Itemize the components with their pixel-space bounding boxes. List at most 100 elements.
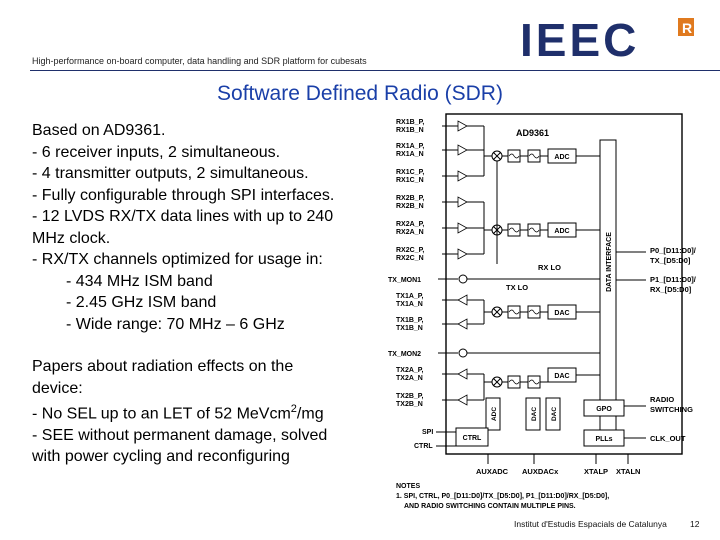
aux-converter-label: ADC (491, 407, 498, 421)
tx-pin-label: TX2B_N (396, 401, 423, 408)
port-label: TX_[D5:D0] (650, 256, 691, 265)
band-item: - Wide range: 70 MHz – 6 GHz (66, 315, 285, 333)
ctrl-pin-label: SPI (422, 429, 433, 436)
band-item: - 2.45 GHz ISM band (66, 294, 217, 311)
feature-line: - 6 receiver inputs, 2 simultaneous. (32, 143, 281, 161)
tx-filter-icon-wave (528, 379, 540, 385)
rx-adc-block-label: ADC (554, 228, 569, 235)
tx-lo-label: TX LO (506, 283, 528, 292)
radio-switching-label: RADIO (650, 395, 674, 404)
port-label: P0_[D11:D0]/ (650, 246, 697, 255)
gpo-block (583, 399, 625, 417)
footer-institution: Institut d'Estudis Espacials de Cataluny… (514, 519, 667, 529)
notes-line: AND RADIO SWITCHING CONTAIN MULTIPLE PIN… (404, 503, 576, 510)
slide-body: Based on AD9361. - 6 receiver inputs, 2 s… (32, 120, 382, 468)
svg-text:R: R (682, 20, 692, 36)
aux-converter-block (525, 397, 541, 431)
rx-pin-label: RX2B_P, (396, 195, 424, 202)
aux-converter-label: DAC (531, 407, 538, 421)
radiation-line: - SEE without permanent damage, solved (32, 426, 328, 444)
feature-line: - 12 LVDS RX/TX data lines with up to 24… (32, 208, 334, 225)
rx-filter-icon-wave (508, 153, 520, 159)
radiation-line: Papers about radiation effects on the (32, 358, 294, 375)
band-item: - 434 MHz ISM band (66, 272, 213, 290)
rx-pin-label: RX2B_N (396, 203, 424, 210)
feature-line: - Fully configurable through SPI interfa… (32, 186, 335, 204)
radiation-line: - No SEL up to an LET of 52 MeVcm2/mg (32, 403, 324, 423)
tx-mixer-icon-cross (493, 308, 501, 316)
tx-pa-icon (457, 318, 468, 330)
port-label: RX_[D5:D0] (650, 285, 692, 294)
bottom-pin-label: XTALP (584, 467, 608, 476)
tx-pin-label: TX1A_P, (396, 293, 424, 300)
rx-pin-label: RX2C_N (396, 255, 424, 262)
tx-filter-icon-wave (508, 309, 520, 315)
svg-text:IEEC: IEEC (520, 14, 639, 66)
feature-line: - 4 transmitter outputs, 2 simultaneous. (32, 165, 309, 182)
rx-lo-label: RX LO (538, 263, 561, 272)
tx-dac-block-label: DAC (554, 310, 569, 317)
chip-name: AD9361 (516, 128, 549, 138)
bottom-pin-label: AUXADC (476, 467, 509, 476)
rx-pin-label: RX1B_N (396, 127, 424, 134)
rx-pin-label: RX2A_N (396, 229, 424, 236)
aux-converter-block (485, 397, 501, 431)
port-label: P1_[D11:D0]/ (650, 275, 697, 284)
tx-monitor-label: TX_MON2 (388, 351, 421, 358)
gpo-block-label: GPO (596, 406, 612, 413)
ctrl-block (455, 427, 489, 447)
tx-filter-icon-wave (528, 309, 540, 315)
tx-pin-label: TX1B_N (396, 325, 423, 332)
tx-pa-icon (457, 294, 468, 306)
ctrl-pin-label: CTRL (414, 443, 433, 450)
monitor-icon (458, 274, 468, 284)
notes-heading: NOTES (396, 483, 420, 490)
radiation-line: with power cycling and reconfiguring (32, 448, 290, 466)
feature-line: MHz clock. (32, 229, 111, 247)
header-subtitle: High-performance on-board computer, data… (32, 56, 367, 66)
bottom-pin-label: AUXDACx (522, 467, 559, 476)
rx-pin-label: RX1B_P, (396, 119, 424, 126)
tx-pin-label: TX1A_N (396, 301, 423, 308)
rx-pin-label: RX1C_P, (396, 169, 424, 176)
rx-mixer-icon-cross (493, 152, 501, 160)
plls-block-label: PLLs (595, 436, 612, 443)
rx-filter-icon-wave (508, 227, 520, 233)
tx-filter-icon-wave (508, 379, 520, 385)
rx-lna-icon (457, 170, 468, 182)
tx-pin-label: TX2A_N (396, 375, 423, 382)
rx-lna-icon (457, 120, 468, 132)
data-interface-label: DATA INTERFACE (606, 232, 613, 292)
ctrl-block-label: CTRL (463, 435, 482, 442)
tx-dac-block-label: DAC (554, 373, 569, 380)
aux-converter-label: DAC (551, 407, 558, 421)
feature-line: Based on AD9361. (32, 122, 166, 139)
rx-pin-label: RX1A_P, (396, 143, 424, 150)
rx-pin-label: RX2A_P, (396, 221, 424, 228)
tx-pin-label: TX1B_P, (396, 317, 424, 324)
paragraph-gap (32, 335, 382, 356)
aux-converter-block (545, 397, 561, 431)
chip-outline (445, 113, 683, 455)
clk-out-label: CLK_OUT (650, 434, 686, 443)
rx-lna-icon (457, 248, 468, 260)
rx-adc-block-label: ADC (554, 154, 569, 161)
radio-switching-label: SWITCHING (650, 405, 693, 414)
tx-pa-icon (457, 394, 468, 406)
rx-pin-label: RX1A_N (396, 151, 424, 158)
tx-pa-icon (457, 368, 468, 380)
rx-pin-label: RX1C_N (396, 177, 424, 184)
bottom-pin-label: XTALN (616, 467, 640, 476)
rx-filter-icon-wave (528, 153, 540, 159)
tx-pin-label: TX2A_P, (396, 367, 424, 374)
rx-pin-label: RX2C_P, (396, 247, 424, 254)
feature-list: Based on AD9361. - 6 receiver inputs, 2 s… (32, 120, 382, 335)
notes-line: 1. SPI, CTRL, P0_[D11:D0]/TX_[D5:D0], P1… (396, 493, 609, 500)
feature-line: - RX/TX channels optimized for usage in: (32, 251, 323, 268)
tx-pin-label: TX2B_P, (396, 393, 424, 400)
rx-lna-icon (457, 222, 468, 234)
rx-lna-icon (457, 144, 468, 156)
rx-lna-icon (457, 196, 468, 208)
